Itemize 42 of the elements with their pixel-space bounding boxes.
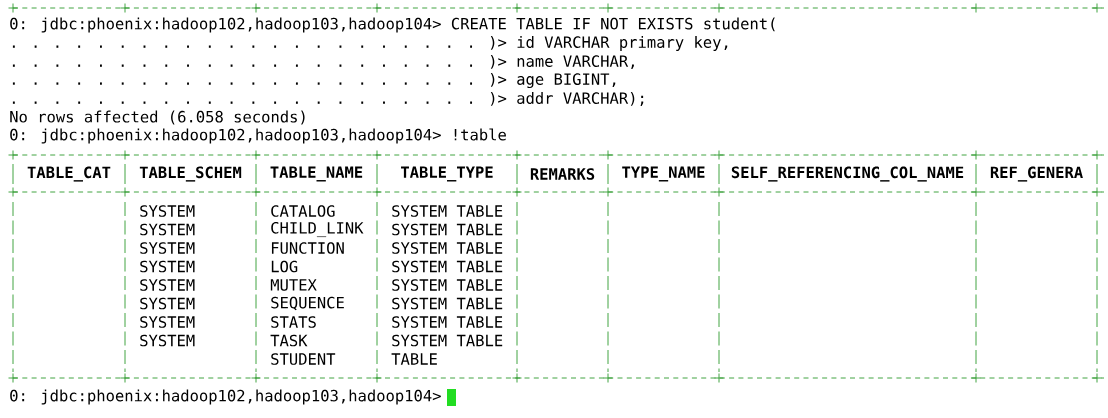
column-header: REF_GENERA [990,166,1083,182]
terminal-line: 0: jdbc:phoenix:hadoop102,hadoop103,hadoop104> !table [10,128,506,144]
column-header: TABLE_TYPE [401,166,493,182]
table-cell: TASK [270,334,308,347]
table-cell: TABLE [391,353,437,365]
table-cell: STATS [271,316,316,328]
table-cell: SYSTEM TABLE [392,260,503,273]
table-cell: SYSTEM TABLE [392,334,503,347]
table-cell: SYSTEM TABLE [392,297,503,310]
table-cell: SYSTEM [140,334,195,347]
column-header: TABLE_NAME [270,166,363,182]
terminal-line: 0: jdbc:phoenix:hadoop102,hadoop103,hadoop104> [10,389,441,405]
table-cell: SYSTEM [140,242,195,254]
table-cell: LOG [271,260,298,273]
table-cell: SYSTEM [140,260,195,273]
table-cell: SYSTEM [140,297,195,310]
column-header: TABLE_SCHEM [139,166,242,182]
column-header: TYPE_NAME [622,166,705,182]
terminal-line: . . . . . . . . . . . . . . . . . . . . . . )> id VARCHAR primary key, [12,36,728,51]
table-cell: SYSTEM TABLE [392,279,503,291]
table-cell: SYSTEM [140,279,195,291]
column-header: TABLE_CAT [27,166,111,182]
terminal-line: 0: jdbc:phoenix:hadoop102,hadoop103,hadoop104> CREATE TABLE IF NOT EXISTS student( [10,17,775,33]
table-cell: SEQUENCE [271,296,344,311]
table-cell: SYSTEM TABLE [392,223,503,236]
terminal-line: No rows affected (6.058 seconds) [10,110,305,125]
table-cell: CATALOG [271,205,335,217]
table-cell: SYSTEM TABLE [392,242,503,254]
table-cell: STUDENT [271,353,336,365]
table-cell: SYSTEM [140,316,195,328]
table-cell: SYSTEM TABLE [392,316,503,328]
table-cell: SYSTEM [140,223,195,236]
terminal-line: . . . . . . . . . . . . . . . . . . . . . . )> addr VARCHAR); [12,92,644,106]
table-cell: SYSTEM [140,205,195,217]
terminal-line: . . . . . . . . . . . . . . . . . . . . . . )> name VARCHAR, [12,55,634,69]
table-cell: FUNCTION [271,242,344,254]
table-cell: CHILD_LINK [271,221,364,238]
table-cell: SYSTEM TABLE [392,205,503,217]
column-header: SELF_REFERENCING_COL_NAME [731,166,964,182]
terminal-line: . . . . . . . . . . . . . . . . . . . . . . )> age BIGINT, [12,72,616,89]
table-cell: MUTEX [270,279,317,291]
column-header: REMARKS [530,168,595,180]
